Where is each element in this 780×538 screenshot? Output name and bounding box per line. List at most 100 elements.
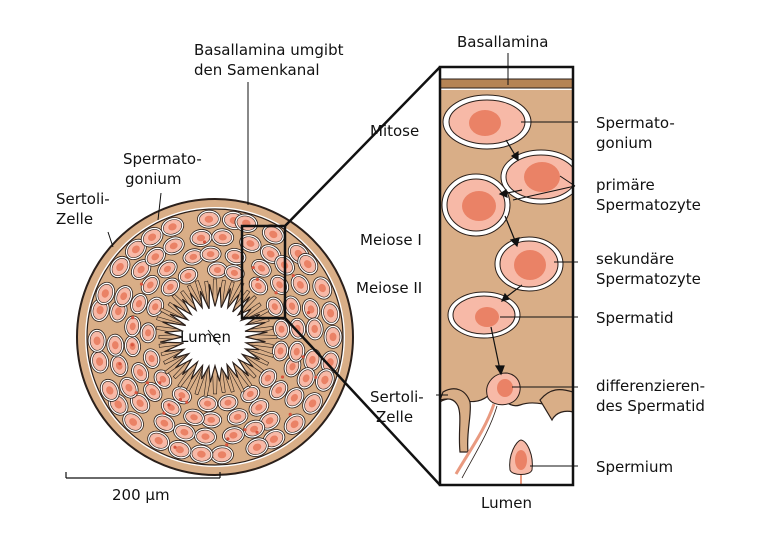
germ-cell xyxy=(197,395,218,413)
sertoli-nucleus-dot xyxy=(118,362,122,366)
germ-cell xyxy=(146,296,165,317)
zoom-line-top xyxy=(284,66,441,227)
sertoli-nucleus-dot xyxy=(225,443,229,447)
germ-cell xyxy=(182,248,205,266)
detail-differentiating-spermatid xyxy=(454,372,521,479)
germ-cell xyxy=(173,423,196,442)
sertoli-nucleus-dot xyxy=(134,391,138,395)
germ-cell xyxy=(168,439,192,460)
germ-cell xyxy=(224,264,245,282)
germ-cell xyxy=(90,349,110,374)
sertoli-nucleus-dot xyxy=(185,400,189,404)
sertoli-nucleus-dot xyxy=(255,277,259,281)
germ-cell xyxy=(177,266,199,285)
label-scale: 200 µm xyxy=(112,486,170,504)
germ-cell xyxy=(283,413,306,435)
germ-cell xyxy=(99,378,120,402)
label-sertoli-detail-line1: Sertoli- xyxy=(370,388,424,406)
germ-cell xyxy=(125,238,147,260)
germ-cell xyxy=(284,387,305,409)
germ-cell xyxy=(315,368,335,392)
germ-cell xyxy=(95,281,116,306)
germ-cell xyxy=(160,217,185,237)
germ-cell xyxy=(217,394,239,412)
germ-cell xyxy=(224,248,247,266)
germ-cell xyxy=(142,348,161,369)
label-meiosis-2: Meiose II xyxy=(356,279,422,297)
detail-primary-spermatocyte-1 xyxy=(500,149,573,205)
germ-cell xyxy=(109,255,131,279)
germ-cell xyxy=(189,444,214,464)
sertoli-nucleus-dot xyxy=(178,397,182,402)
germ-cell xyxy=(272,340,289,362)
germ-cell xyxy=(130,293,148,315)
germ-cell xyxy=(110,354,129,377)
sertoli-nucleus-dot xyxy=(251,266,255,270)
germ-cell xyxy=(251,259,272,278)
label-meiosis-1: Meiose I xyxy=(360,231,422,249)
label-differentiating-line1: differenzieren- xyxy=(596,377,705,395)
lumen-region xyxy=(160,284,268,383)
sertoli-nucleus-dot xyxy=(274,291,278,295)
label-spermium: Spermium xyxy=(596,458,673,476)
sertoli-nucleus-dot xyxy=(314,375,318,379)
germ-cell xyxy=(171,386,192,405)
germ-cell xyxy=(183,408,205,426)
sertoli-nucleus-dot xyxy=(139,282,144,286)
label-secondary-line1: sekundäre xyxy=(596,250,674,268)
germ-cell xyxy=(312,276,333,300)
label-primary-line1: primäre xyxy=(596,176,655,194)
label-lumen-cross: Lumen xyxy=(180,328,231,346)
germ-cell xyxy=(305,317,324,341)
germ-cell xyxy=(140,275,160,295)
detail-frame xyxy=(438,65,575,487)
germ-cell xyxy=(160,277,180,297)
sertoli-process-right xyxy=(539,389,573,422)
germ-cell xyxy=(144,246,166,267)
germ-cell xyxy=(239,234,262,253)
germ-cell xyxy=(210,445,234,465)
sertoli-nucleus-dot xyxy=(291,274,295,278)
germ-cell xyxy=(290,274,311,296)
development-arrows xyxy=(490,139,523,376)
germ-cells xyxy=(87,209,343,465)
label-mitosis: Mitose xyxy=(370,122,419,140)
zoom-line-bottom xyxy=(284,317,441,486)
germ-cell xyxy=(303,348,322,372)
label-sertoli-detail-line2: Zelle xyxy=(376,408,413,426)
germ-cell xyxy=(261,224,285,245)
germ-cell xyxy=(258,368,278,388)
detail-spermatogonium xyxy=(442,94,532,150)
sertoli-nucleus-dot xyxy=(130,343,134,347)
germ-cell xyxy=(200,411,223,429)
germ-cell xyxy=(245,437,269,457)
label-sertoli-cross-line2: Zelle xyxy=(56,210,93,228)
germ-cell xyxy=(106,333,125,357)
labels: Basallamina umgibt den Samenkanal Sperma… xyxy=(56,33,705,512)
germ-cell xyxy=(87,328,107,353)
sertoli-nucleus-dot xyxy=(173,445,177,449)
germ-cell xyxy=(139,322,157,344)
germ-cell xyxy=(240,384,261,404)
sertoli-nucleus-dot xyxy=(158,381,162,385)
sertoli-nucleus-dot xyxy=(167,403,171,407)
label-basement-detail: Basallamina xyxy=(457,33,549,51)
germ-cell xyxy=(114,285,134,308)
germ-cell xyxy=(323,325,343,349)
germ-cell xyxy=(273,318,290,340)
label-sertoli-cross-line1: Sertoli- xyxy=(56,190,110,208)
germ-cell xyxy=(143,382,163,402)
germ-cell xyxy=(157,259,178,279)
sertoli-nucleus-dot xyxy=(243,428,247,432)
detail-secondary-spermatocyte xyxy=(494,236,564,292)
germ-cell xyxy=(162,236,185,256)
germ-cell xyxy=(189,229,213,247)
leader-lines xyxy=(107,53,578,467)
germ-cell xyxy=(130,392,151,414)
label-spermatid: Spermatid xyxy=(596,309,674,327)
germ-cell xyxy=(211,228,235,247)
germ-cell xyxy=(283,295,301,317)
germ-cell xyxy=(283,356,302,378)
germ-cell xyxy=(248,276,269,296)
sertoli-nucleus-dot xyxy=(280,375,285,379)
